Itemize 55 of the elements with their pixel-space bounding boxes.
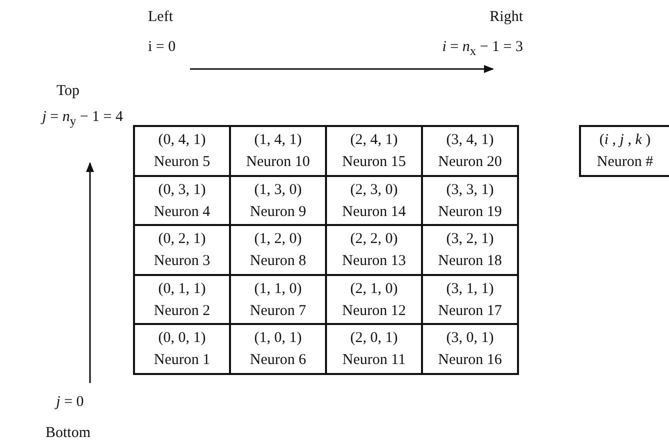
coordinate-text: (1, 3, 0) bbox=[253, 180, 303, 198]
neuron-label: Neuron # bbox=[596, 153, 654, 171]
coordinate-text: (0, 0, 1) bbox=[157, 329, 207, 347]
coordinate-text: (2, 4, 1) bbox=[349, 131, 399, 149]
coordinate-text: (3, 1, 1) bbox=[445, 280, 495, 298]
neuron-label: Neuron 15 bbox=[341, 153, 407, 171]
neuron-label: Neuron 10 bbox=[245, 153, 311, 171]
coordinate-text: (1, 4, 1) bbox=[253, 131, 303, 149]
direction-label: Top bbox=[56, 82, 80, 100]
coordinate-text: (2, 0, 1) bbox=[349, 329, 399, 347]
coordinate-text: (3, 2, 1) bbox=[445, 230, 495, 248]
direction-label: Right bbox=[490, 8, 523, 26]
neuron-cell bbox=[421, 323, 519, 374]
coordinate-text: (1, 2, 0) bbox=[253, 230, 303, 248]
neuron-label: Neuron 14 bbox=[341, 202, 407, 220]
neuron-label: Neuron 18 bbox=[437, 252, 503, 270]
neuron-label: Neuron 5 bbox=[152, 153, 212, 171]
coordinate-text: (0, 4, 1) bbox=[157, 131, 207, 149]
coordinate-text: (2, 3, 0) bbox=[349, 180, 399, 198]
index-label: i = n$_{x}$ − 1 = 3 bbox=[442, 38, 523, 60]
neuron-label: Neuron 1 bbox=[152, 351, 212, 369]
direction-label: Left bbox=[148, 8, 173, 26]
coordinate-text: (2, 2, 0) bbox=[349, 230, 399, 248]
coordinate-text: (0, 3, 1) bbox=[157, 180, 207, 198]
index-label: j = n$_{y}$ − 1 = 4 bbox=[42, 108, 123, 130]
neuron-label: Neuron 20 bbox=[437, 153, 503, 171]
index-label: i = 0 bbox=[148, 38, 176, 56]
neuron-label: Neuron 8 bbox=[248, 252, 308, 270]
neuron-label: Neuron 2 bbox=[152, 302, 212, 320]
coordinate-text: (2, 1, 0) bbox=[349, 280, 399, 298]
coordinate-text: (3, 0, 1) bbox=[445, 329, 495, 347]
neuron-label: Neuron 6 bbox=[248, 351, 308, 369]
neuron-label: Neuron 11 bbox=[341, 351, 407, 369]
neuron-label: Neuron 3 bbox=[152, 252, 212, 270]
neuron-cell bbox=[133, 323, 231, 374]
direction-label: Bottom bbox=[46, 424, 90, 442]
neuron-label: Neuron 19 bbox=[437, 202, 503, 220]
neuron-label: Neuron 9 bbox=[248, 202, 308, 220]
neuron-label: Neuron 4 bbox=[152, 202, 212, 220]
neuron-label: Neuron 13 bbox=[341, 252, 407, 270]
neuron-cell bbox=[133, 125, 231, 176]
index-label: j = 0 bbox=[56, 393, 84, 411]
coordinate-text: (3, 4, 1) bbox=[445, 131, 495, 149]
coordinate-text: (3, 3, 1) bbox=[445, 180, 495, 198]
key-box bbox=[579, 125, 669, 176]
coordinate-text: (1, 1, 0) bbox=[253, 280, 303, 298]
coordinate-text: (0, 1, 1) bbox=[157, 280, 207, 298]
neuron-cell bbox=[421, 125, 519, 176]
neuron-label: Neuron 16 bbox=[437, 351, 503, 369]
neuron-label: Neuron 17 bbox=[437, 302, 503, 320]
neuron-label: Neuron 7 bbox=[248, 302, 308, 320]
coordinate-text: (1, 0, 1) bbox=[253, 329, 303, 347]
coordinate-text: (0, 2, 1) bbox=[157, 230, 207, 248]
neuron-label: Neuron 12 bbox=[341, 302, 407, 320]
coordinate-text: (i , j , k ) bbox=[598, 131, 652, 149]
